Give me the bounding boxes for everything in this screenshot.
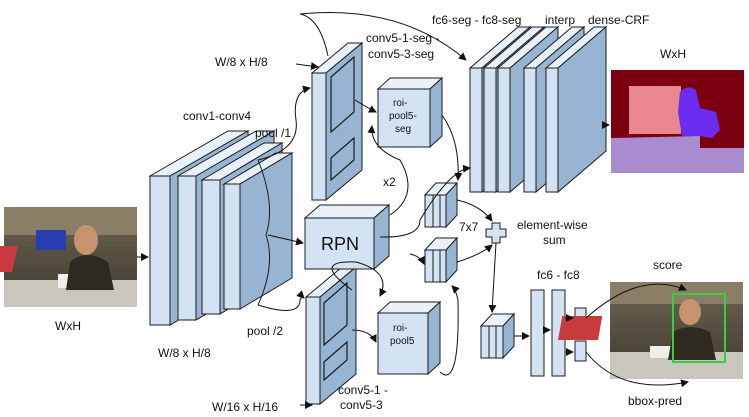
rpn-label: RPN xyxy=(321,234,359,254)
roi-pool5-seg-label-line1: roi- xyxy=(393,98,407,109)
conv5-seg-label-line2: conv5-3-seg xyxy=(368,47,434,61)
pool1-label: pool /1 xyxy=(255,126,291,140)
conv5-seg-block xyxy=(310,41,364,202)
conv1-conv4-block-stack xyxy=(148,130,294,326)
conv5-label-line2: conv5-3 xyxy=(340,398,383,412)
score-label: score xyxy=(653,258,683,272)
bounding-box xyxy=(672,293,726,363)
fc-seg-block-stack xyxy=(468,25,608,194)
w8-top-label: W/8 x H/8 xyxy=(215,55,268,69)
roi-pool5-label-line2: pool5 xyxy=(390,336,415,347)
conv-block-4 xyxy=(222,152,294,310)
summed-feature-block xyxy=(479,312,516,360)
input-wxh-label: WxH xyxy=(55,319,81,333)
interp-label: interp xyxy=(545,13,575,27)
conv1-conv4-label: conv1-conv4 xyxy=(183,109,251,123)
elementwise-label-line1: element-wise xyxy=(517,218,588,232)
roi-feature-block-lower xyxy=(423,236,459,284)
connectors xyxy=(137,11,689,409)
elementwise-sum-icon xyxy=(485,222,507,244)
fc-seg-label: fc6-seg - fc8-seg xyxy=(432,13,521,27)
roi-feature-block-upper xyxy=(423,181,459,229)
conv5-block xyxy=(304,265,358,406)
x2-label: x2 xyxy=(383,175,396,189)
pool2-label: pool /2 xyxy=(247,324,283,338)
output-wxh-label: WxH xyxy=(660,47,686,61)
roi-pool5-seg-label-line3: seg xyxy=(395,124,411,135)
conv5-label-line1: conv5-1 - xyxy=(338,383,388,397)
seven-by-seven-label: 7x7 xyxy=(459,220,479,234)
roi-pool5-label-line1: roi- xyxy=(393,323,407,334)
roi-pool5-seg-block xyxy=(376,76,444,149)
detection-output-image xyxy=(558,282,743,379)
input-image xyxy=(0,207,137,307)
conv5-seg-label-line1: conv5-1-seg - xyxy=(366,31,439,45)
roi-pool5-seg-label-line2: pool5- xyxy=(389,111,417,122)
fc-detection-label: fc6 - fc8 xyxy=(537,268,580,282)
labels: conv1-conv4 pool /1 pool /2 W/8 x H/8 W/… xyxy=(55,13,686,414)
dense-crf-block xyxy=(544,25,608,194)
w16-label: W/16 x H/16 xyxy=(212,400,278,414)
bbox-pred-label: bbox-pred xyxy=(628,394,682,408)
roi-pool5-block xyxy=(376,300,442,376)
w8-bottom-label: W/8 x H/8 xyxy=(158,346,211,360)
segmentation-output-image xyxy=(611,70,744,173)
dense-crf-label: dense-CRF xyxy=(588,13,649,27)
elementwise-label-line2: sum xyxy=(543,233,566,247)
